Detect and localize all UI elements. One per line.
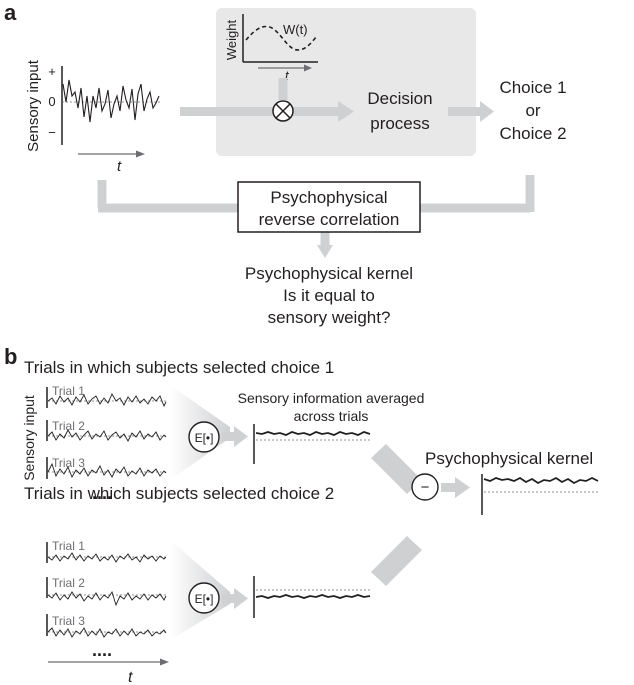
sensory-input-label: Sensory input xyxy=(25,59,42,152)
choice2-trials: Trial 1 Trial 2 Trial 3 .... xyxy=(46,539,167,660)
reverse-correlation-box xyxy=(237,181,421,233)
weight-function-label: W(t) xyxy=(283,22,308,37)
choice-line3: Choice 2 xyxy=(499,124,566,143)
averaged-label-line1: Sensory information averaged xyxy=(238,390,425,406)
expectation-label-2: E[•] xyxy=(195,592,214,606)
time-label-a: t xyxy=(117,158,122,175)
c1-trial3-label: Trial 3 xyxy=(52,456,85,470)
kernel-question-line2: Is it equal to xyxy=(283,286,375,305)
c1-trial2-label: Trial 2 xyxy=(52,419,85,433)
revcorr-line2: reverse correlation xyxy=(259,210,400,229)
decision-label-line2: process xyxy=(370,114,430,133)
multiply-icon xyxy=(272,100,294,122)
decision-label-line1: Decision xyxy=(367,89,432,108)
main-arrows xyxy=(180,78,494,122)
kernel-title: Psychophysical kernel xyxy=(425,449,593,468)
c2-trial3-label: Trial 3 xyxy=(52,614,85,628)
expectation-label-1: E[•] xyxy=(195,431,214,445)
weight-axis-label: Weight xyxy=(224,20,239,61)
c2-ellipsis: .... xyxy=(92,640,112,660)
panel-b-label: b xyxy=(4,344,17,369)
subtract-label: − xyxy=(421,479,430,496)
weight-curve xyxy=(245,25,318,51)
exp-arrow-1-head xyxy=(234,426,248,447)
feedback-arrows xyxy=(97,175,535,246)
c2-trial1-label: Trial 1 xyxy=(52,539,85,553)
averaged-trace-choice1 xyxy=(253,424,372,464)
time-axis-b-arrowhead xyxy=(160,658,169,666)
choice2-title: Trials in which subjects selected choice… xyxy=(24,484,334,503)
c1-ellipsis: .... xyxy=(92,483,112,503)
exp-arrow-2-shaft xyxy=(222,594,236,603)
exp-arrow-2-head xyxy=(234,588,248,609)
sensory-input-plot: Sensory input + 0 − t xyxy=(25,59,160,175)
decision-box xyxy=(216,8,476,156)
choice1-title: Trials in which subjects selected choice… xyxy=(24,358,334,377)
choice-line2: or xyxy=(525,101,540,120)
converging-arrows: − xyxy=(371,444,470,586)
subtract-icon xyxy=(411,473,439,501)
weight-time-label: t xyxy=(285,68,290,83)
y-minus-tick: − xyxy=(48,125,56,140)
revcorr-line1: Psychophysical xyxy=(270,188,387,207)
kernel-question-line3: sensory weight? xyxy=(268,308,391,327)
weight-plot: Weight W(t) t xyxy=(224,14,318,83)
expectation-op-1: E[•] xyxy=(188,421,220,453)
kernel-question-line1: Psychophysical kernel xyxy=(245,264,413,283)
c2-trial2-label: Trial 2 xyxy=(52,576,85,590)
panel-a-label: a xyxy=(4,0,17,25)
y-plus-tick: + xyxy=(48,64,56,79)
y-zero-tick: 0 xyxy=(48,94,55,109)
kernel-arrowhead xyxy=(317,245,333,258)
expectation-op-2: E[•] xyxy=(188,582,220,614)
averaged-trace-choice2 xyxy=(253,576,372,618)
c1-trial1-label: Trial 1 xyxy=(52,384,85,398)
choice-line1: Choice 1 xyxy=(499,78,566,97)
kernel-trace xyxy=(481,474,600,515)
exp-arrow-1-shaft xyxy=(222,432,236,441)
sensory-input-label-b: Sensory input xyxy=(21,395,37,481)
averaged-label-line2: across trials xyxy=(294,408,369,424)
time-label-b: t xyxy=(128,669,133,685)
choice1-trials: Trial 1 Trial 2 Trial 3 .... xyxy=(46,384,167,503)
